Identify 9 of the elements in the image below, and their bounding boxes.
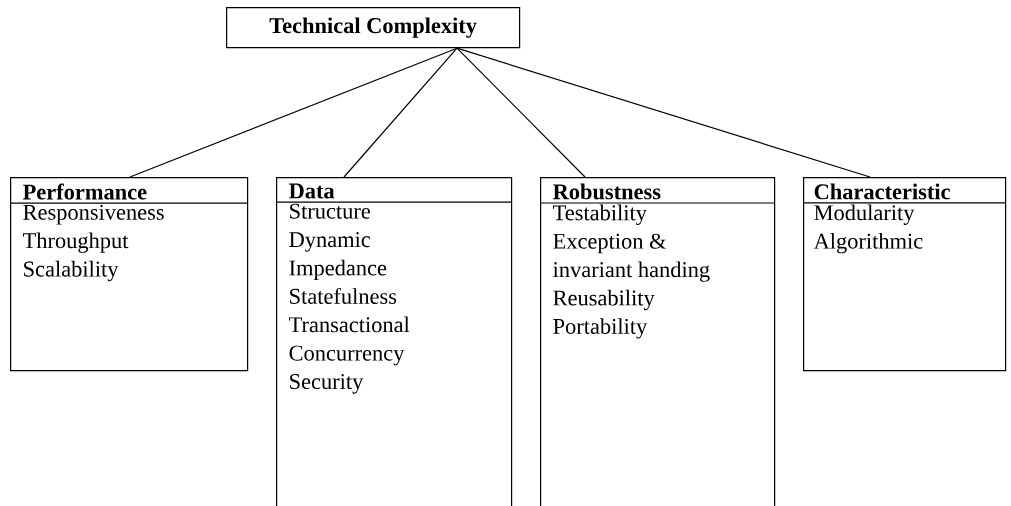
category-box: Performance Responsiveness Throughput Scalability xyxy=(10,177,249,372)
connector-line xyxy=(343,47,458,178)
category-box: Characteristic Modularity Algorithmic xyxy=(803,177,1007,372)
connector-line xyxy=(129,47,458,178)
category-box: Data Structure Dynamic Impedance Statefulness Transactional Concurrency Security xyxy=(276,177,513,506)
title-box: Technical Complexity xyxy=(226,7,521,49)
connector-line xyxy=(456,47,871,178)
category-box: Robustness Testability Exception & invariant handing Reusability Portability xyxy=(540,177,776,506)
connector-line xyxy=(456,47,586,178)
